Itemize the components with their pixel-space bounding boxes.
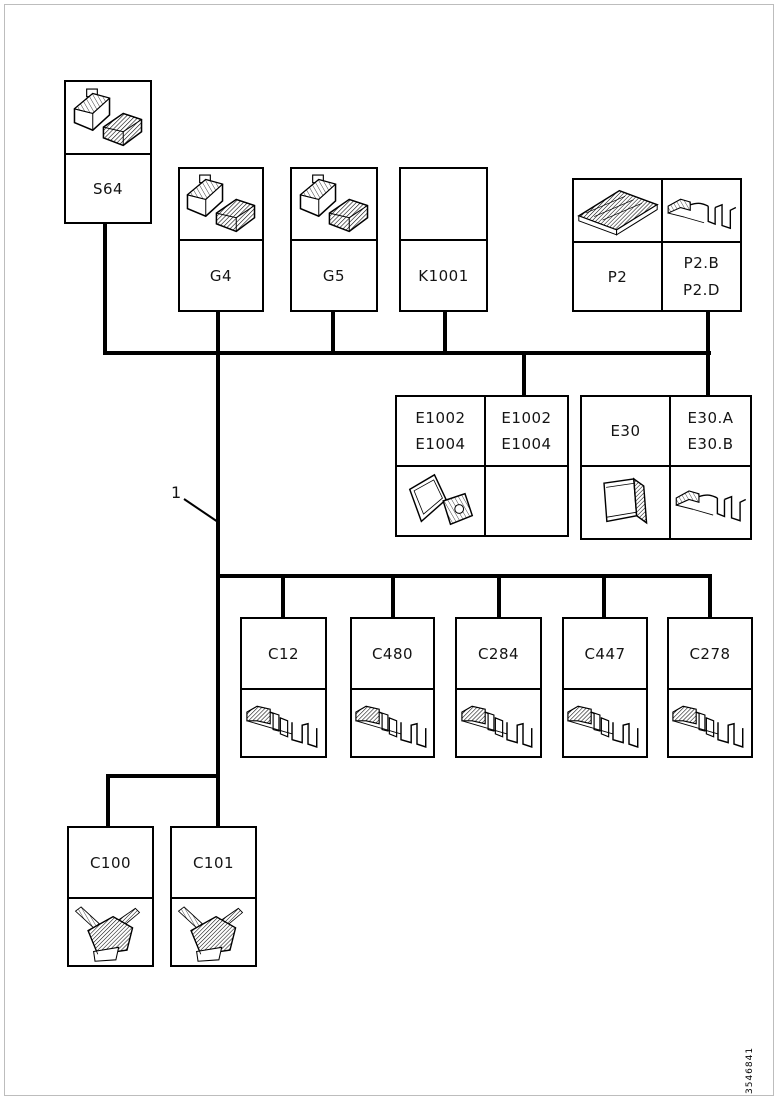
node-c100-label: C100 <box>89 853 132 872</box>
node-c101[interactable]: C101 <box>170 826 257 967</box>
module-side-icon <box>587 471 665 535</box>
rail-clip-icon <box>353 695 433 751</box>
node-s64[interactable]: S64 <box>64 80 152 224</box>
wire-trunk-middle <box>216 574 712 578</box>
wire-drop-c447 <box>602 576 606 618</box>
node-e1002-block[interactable]: E1002 E1004 E1002 E1004 <box>395 395 569 537</box>
wire-trunk-bottom <box>106 774 220 778</box>
connector-pair-icon <box>294 172 374 236</box>
node-k1001-label: K1001 <box>401 239 486 310</box>
module-plate-icon <box>401 470 481 532</box>
node-g5-label: G5 <box>292 239 376 310</box>
rail-clip-icon <box>459 695 539 751</box>
wire-drop-c12 <box>281 576 285 618</box>
wire-drop-c278 <box>708 576 712 618</box>
wire-trunk-top <box>104 351 711 355</box>
wired-connector-icon <box>175 900 253 964</box>
wire-drop-p2-e30 <box>706 312 710 398</box>
wire-main-vertical <box>216 312 220 828</box>
node-p2-variants: P2.B P2.D <box>661 241 740 310</box>
connector-pair-icon <box>68 86 148 150</box>
node-c284-label: C284 <box>477 644 520 663</box>
node-p2-block[interactable]: P2 P2.B P2.D <box>572 178 742 312</box>
wire-drop-k1001 <box>443 312 447 354</box>
node-e30b-label: E30.B <box>687 435 734 453</box>
node-e30-block[interactable]: E30 E30.A E30.B <box>580 395 752 540</box>
rail-clip-icon <box>670 695 750 751</box>
wire-drop-c100 <box>106 776 110 827</box>
node-c12[interactable]: C12 <box>240 617 327 758</box>
node-c284[interactable]: C284 <box>455 617 542 758</box>
node-e1004-variant-label: E1004 <box>501 435 552 453</box>
node-c480[interactable]: C480 <box>350 617 435 758</box>
node-k1001[interactable]: K1001 <box>399 167 488 312</box>
node-e30a-label: E30.A <box>687 408 734 427</box>
bracket-icon <box>664 186 740 236</box>
node-c278-label: C278 <box>689 644 731 663</box>
node-e30-variants: E30.A E30.B <box>669 397 750 465</box>
node-s64-label: S64 <box>66 153 150 222</box>
node-g4-label: G4 <box>180 239 262 310</box>
wire-drop-e1002 <box>522 353 526 397</box>
node-p2d-label: P2.D <box>683 280 720 299</box>
wire-drop-g5 <box>331 312 335 354</box>
wire-drop-c480 <box>391 576 395 618</box>
wired-connector-icon <box>72 900 150 964</box>
node-e1002-variant-label: E1002 <box>501 408 552 427</box>
callout-1-label: 1 <box>171 483 182 502</box>
wire-drop-c284 <box>497 576 501 618</box>
node-c12-label: C12 <box>267 644 300 663</box>
node-e1002-right-labels: E1002 E1004 <box>484 397 567 465</box>
rail-clip-icon <box>244 695 324 751</box>
flat-module-icon <box>576 184 660 238</box>
node-g5[interactable]: G5 <box>290 167 378 312</box>
node-e30-label: E30 <box>610 422 641 440</box>
node-e1002-label: E1002 <box>415 408 466 427</box>
node-c447-label: C447 <box>584 644 626 663</box>
node-c100[interactable]: C100 <box>67 826 154 967</box>
doc-number: 3546841 <box>745 1046 755 1094</box>
wire-drop-s64 <box>103 224 107 355</box>
node-p2b-label: P2.B <box>683 254 720 273</box>
node-p2-label: P2 <box>574 241 661 310</box>
node-e1004-label: E1004 <box>415 435 466 453</box>
node-e1002-left-labels: E1002 E1004 <box>397 397 484 465</box>
connector-pair-icon <box>181 172 261 236</box>
node-g4[interactable]: G4 <box>178 167 264 312</box>
rail-clip-icon <box>565 695 645 751</box>
bracket-icon <box>672 477 750 529</box>
node-c101-label: C101 <box>192 853 235 872</box>
node-c278[interactable]: C278 <box>667 617 753 758</box>
node-c480-label: C480 <box>371 644 414 663</box>
node-c447[interactable]: C447 <box>562 617 648 758</box>
callout-1-leader-line <box>183 498 219 523</box>
